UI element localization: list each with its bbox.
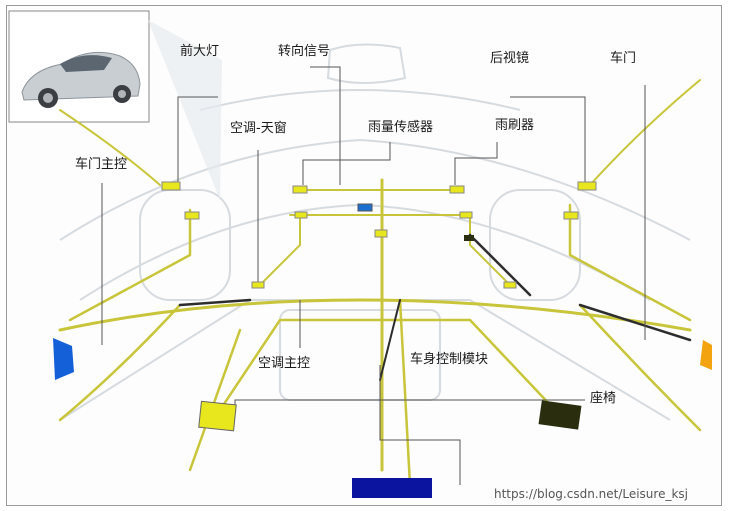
module-mirror-left	[184, 211, 200, 220]
wiring-harness	[58, 79, 702, 487]
module-headlight-left	[161, 181, 181, 191]
module-turn-left	[292, 185, 308, 194]
label-headlight: 前大灯	[180, 43, 219, 59]
module-center-c	[459, 211, 473, 219]
watermark: https://blog.csdn.net/Leisure_ksj	[494, 487, 688, 501]
module-wiper	[503, 281, 517, 289]
module-door-right	[700, 340, 712, 370]
labels: 前大灯 转向信号 后视镜 车门 空调-天窗 雨量传感器 雨刷器 车门主控 空调主…	[75, 43, 688, 501]
label-wiper: 雨刷器	[495, 118, 534, 133]
label-seat: 座椅	[590, 391, 616, 406]
module-dark-small	[464, 235, 474, 241]
modules	[53, 181, 712, 498]
label-mirror: 后视镜	[490, 51, 529, 66]
module-door-left	[53, 338, 74, 380]
module-turn-right	[449, 185, 465, 194]
module-center-b	[294, 211, 308, 219]
module-headlight-right	[577, 181, 597, 191]
module-seat	[538, 400, 582, 430]
label-door: 车门	[610, 50, 636, 66]
module-center-a	[374, 229, 388, 238]
leader-lines	[101, 66, 646, 485]
label-turn-signal: 转向信号	[278, 43, 330, 59]
car-photo-inset	[8, 10, 222, 200]
label-door-master: 车门主控	[75, 156, 127, 172]
module-bcm	[352, 478, 432, 498]
label-rain-sensor: 雨量传感器	[368, 119, 433, 135]
car-interior-sketch	[59, 43, 691, 421]
module-rain-sensor	[357, 203, 373, 212]
label-bcm: 车身控制模块	[410, 351, 488, 367]
module-ac-master	[198, 400, 237, 432]
module-ac-sunroof	[251, 281, 265, 289]
module-mirror-right	[563, 211, 579, 220]
label-ac-master: 空调主控	[258, 356, 310, 371]
label-ac-sunroof: 空调-天窗	[230, 120, 287, 136]
